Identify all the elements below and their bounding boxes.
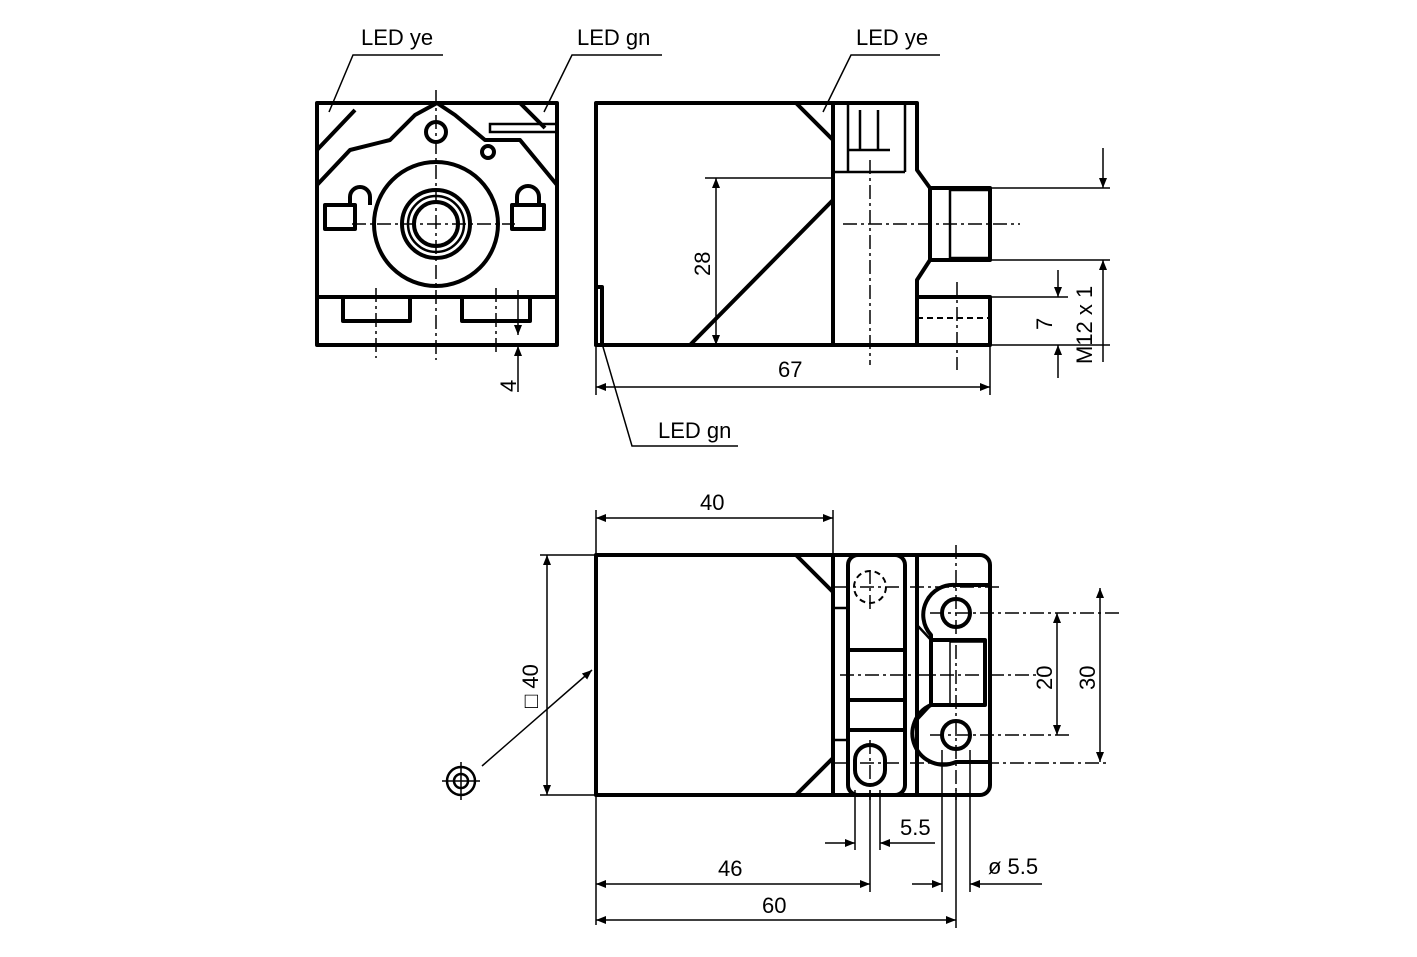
dim-5-5-label: 5.5 [900, 815, 931, 840]
dim-30-label: 30 [1075, 666, 1100, 690]
dim-7-label: 7 [1032, 318, 1057, 330]
top-view: 40 □ 40 20 30 5.5 46 60 ø 5.5 [442, 490, 1120, 928]
leader-line [328, 54, 443, 113]
dim-28-label: 28 [690, 252, 715, 276]
led-gn-label-front: LED gn [577, 25, 650, 50]
thread-m12-label: M12 x 1 [1072, 286, 1097, 364]
dim-4-label: 4 [496, 380, 521, 392]
dim-67-label: 67 [778, 357, 802, 382]
dim-40-label: 40 [700, 490, 724, 515]
led-ye-label-side: LED ye [856, 25, 928, 50]
dim-dia-5-5-label: ø 5.5 [988, 854, 1038, 879]
side-view: 28 67 7 M12 x 1 LED ye LED gn [594, 25, 1110, 447]
dim-46-label: 46 [718, 856, 742, 881]
led-ye-label-front: LED ye [361, 25, 433, 50]
dim-20-label: 20 [1032, 666, 1057, 690]
led-gn-label-side: LED gn [658, 418, 731, 443]
dim-60-label: 60 [762, 893, 786, 918]
sensing-face-target-icon [442, 669, 593, 800]
dim-square-40-label: □ 40 [518, 664, 543, 708]
front-view: 4 LED ye LED gn [315, 25, 662, 392]
